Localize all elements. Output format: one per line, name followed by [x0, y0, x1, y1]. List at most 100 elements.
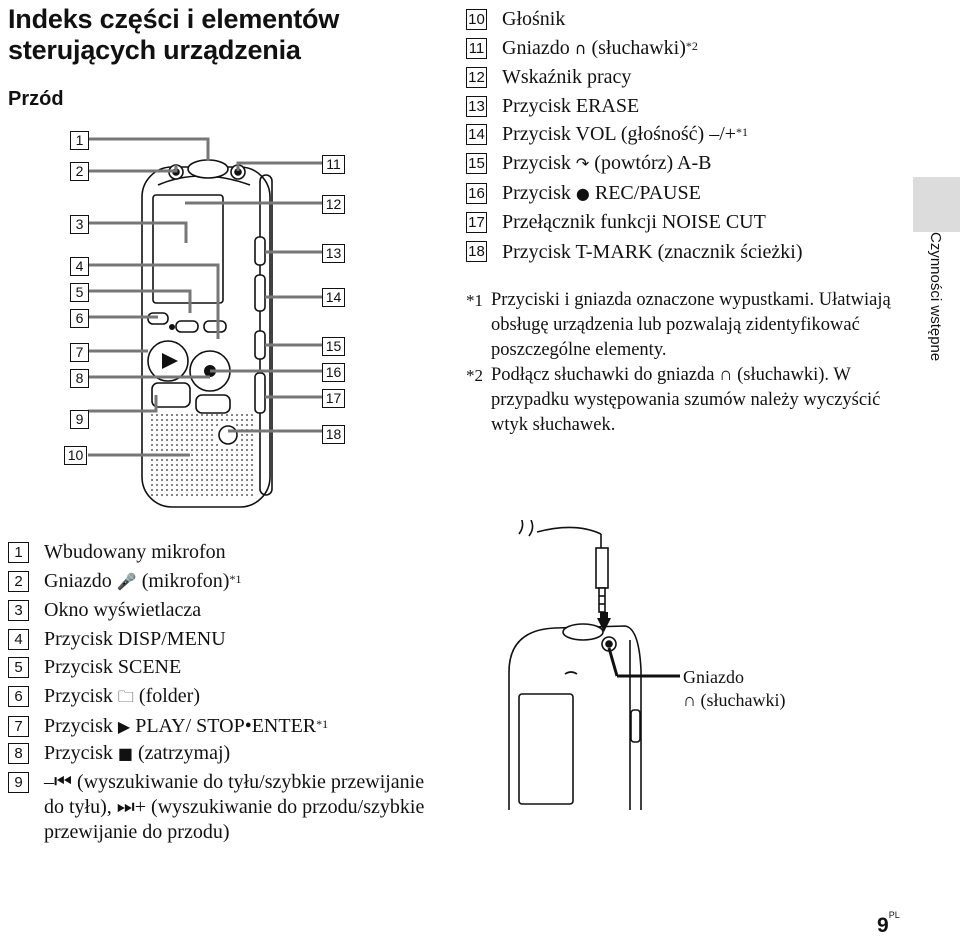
- footnote-mark: *1: [466, 291, 483, 310]
- callout-1: 1: [70, 131, 89, 150]
- part-number-box: 2: [8, 570, 29, 592]
- callout-17: 17: [322, 389, 345, 408]
- part-item-4: 4 Przycisk DISP/MENU: [8, 625, 448, 654]
- part-number-box: 17: [466, 212, 487, 234]
- headphones-icon: ∩: [574, 38, 587, 58]
- part-item-12: 12 Wskaźnik pracy: [466, 63, 886, 92]
- part-text: Przycisk ERASE: [502, 94, 640, 117]
- part-text: Gniazdo ∩ (słuchawki): [502, 36, 686, 59]
- part-item-13: 13 Przycisk ERASE: [466, 92, 886, 121]
- part-text: Okno wyświetlacza: [44, 599, 202, 622]
- footnote-text: Przyciski i gniazda oznaczone wypustkami…: [491, 290, 891, 360]
- part-text: Przycisk T-MARK (znacznik ścieżki): [502, 240, 803, 263]
- side-tab-label: Czynności wstępne: [927, 232, 944, 362]
- part-item-14: 14 Przycisk VOL (głośność) –/+*1: [466, 120, 886, 149]
- stop-icon: ■: [117, 743, 134, 763]
- part-text: Przycisk ▶ PLAY/ STOP•ENTER: [44, 714, 317, 737]
- callout-15: 15: [322, 337, 345, 356]
- part-number-box: 7: [8, 715, 29, 737]
- device-front-diagram: [88, 137, 322, 508]
- play-icon: ▶: [117, 716, 131, 736]
- footnote-ref: *1: [229, 571, 242, 586]
- jack-label: Gniazdo ∩ (słuchawki): [683, 667, 786, 710]
- part-number-box: 12: [466, 67, 487, 89]
- footnote-1: *1 Przyciski i gniazda oznaczone wypustka…: [466, 288, 896, 363]
- part-item-9: 9 –⏮ (wyszukiwanie do tyłu/szybkie przewi…: [8, 768, 448, 845]
- part-item-11: 11 Gniazdo ∩ (słuchawki)*2: [466, 34, 886, 64]
- part-text: Przycisk 🗀 (folder): [44, 684, 200, 707]
- footnote-mark: *2: [466, 366, 483, 385]
- page-title: Indeks części i elementów sterujących ur…: [8, 4, 340, 65]
- part-number-box: 3: [8, 600, 29, 622]
- parts-list-top: 10 Głośnik 11 Gniazdo ∩ (słuchawki)*2 12 Wska…: [466, 5, 886, 264]
- part-item-18: 18 Przycisk T-MARK (znacznik ścieżki): [466, 237, 886, 264]
- part-text: Wbudowany mikrofon: [44, 541, 226, 563]
- callout-7: 7: [70, 343, 89, 362]
- part-item-15: 15 Przycisk ↷ (powtórz) A-B: [466, 149, 886, 179]
- record-icon: ●: [575, 183, 590, 203]
- headphone-connection-diagram: [508, 520, 680, 810]
- callout-3: 3: [70, 215, 89, 234]
- part-item-5: 5 Przycisk SCENE: [8, 653, 448, 682]
- part-item-3: 3 Okno wyświetlacza: [8, 596, 448, 625]
- part-number-box: 13: [466, 95, 487, 117]
- part-number-box: 4: [8, 628, 29, 650]
- callout-8: 8: [70, 369, 89, 388]
- part-number-box: 11: [466, 37, 487, 59]
- part-item-1: 1 Wbudowany mikrofon: [8, 538, 448, 567]
- footnotes: *1 Przyciski i gniazda oznaczone wypustka…: [466, 288, 896, 438]
- callout-9: 9: [70, 410, 89, 429]
- part-number-box: 10: [466, 9, 487, 30]
- part-text: Przycisk SCENE: [44, 656, 182, 679]
- callout-13: 13: [322, 244, 345, 263]
- footnote-ref: *1: [316, 716, 329, 731]
- callout-5: 5: [70, 283, 89, 302]
- part-text: Przycisk VOL (głośność) –/+: [502, 123, 737, 146]
- section-heading: Przód: [8, 88, 64, 110]
- callout-4: 4: [70, 257, 89, 276]
- callout-12: 12: [322, 195, 345, 214]
- footnote-text: Podłącz słuchawki do gniazda ∩ (słuchawk…: [491, 365, 881, 435]
- repeat-icon: ↷: [575, 153, 590, 173]
- part-number-box: 1: [8, 542, 29, 563]
- callout-2: 2: [70, 162, 89, 181]
- side-tab-marker: [913, 177, 960, 232]
- part-item-2: 2 Gniazdo 🎤 (mikrofon)*1: [8, 567, 448, 597]
- callout-11: 11: [322, 155, 345, 174]
- part-item-7: 7 Przycisk ▶ PLAY/ STOP•ENTER*1: [8, 712, 448, 739]
- part-number-box: 14: [466, 124, 487, 146]
- part-item-6: 6 Przycisk 🗀 (folder): [8, 682, 448, 712]
- part-text: Przycisk ● REC/PAUSE: [502, 181, 701, 204]
- part-text: Wskaźnik pracy: [502, 66, 632, 89]
- callout-14: 14: [322, 288, 345, 307]
- part-item-17: 17 Przełącznik funkcji NOISE CUT: [466, 208, 886, 237]
- footnote-ref: *1: [736, 125, 749, 140]
- microphone-icon: 🎤: [116, 571, 137, 591]
- part-item-8: 8 Przycisk ■ (zatrzymaj): [8, 739, 448, 769]
- part-number-box: 15: [466, 152, 487, 174]
- part-text: Przełącznik funkcji NOISE CUT: [502, 211, 766, 234]
- footnote-2: *2 Podłącz słuchawki do gniazda ∩ (słucha…: [466, 363, 896, 438]
- part-number-box: 18: [466, 240, 487, 262]
- part-text: Przycisk DISP/MENU: [44, 627, 226, 650]
- part-number-box: 6: [8, 685, 29, 707]
- parts-list-bottom: 1 Wbudowany mikrofon 2 Gniazdo 🎤 (mikrofon)…: [8, 538, 448, 845]
- part-number-box: 9: [8, 772, 29, 794]
- callout-6: 6: [70, 309, 89, 328]
- part-text: –⏮ (wyszukiwanie do tyłu/szybkie przewij…: [44, 771, 425, 844]
- part-text: Przycisk ■ (zatrzymaj): [44, 741, 231, 764]
- part-item-16: 16 Przycisk ● REC/PAUSE: [466, 179, 886, 209]
- part-item-10: 10 Głośnik: [466, 5, 886, 34]
- page-number: 9PL: [877, 910, 900, 937]
- callout-10: 10: [64, 446, 87, 465]
- part-text: Przycisk ↷ (powtórz) A-B: [502, 151, 712, 174]
- part-number-box: 8: [8, 742, 29, 764]
- part-number-box: 16: [466, 182, 487, 204]
- folder-icon: 🗀: [117, 686, 134, 706]
- part-number-box: 5: [8, 657, 29, 679]
- footnote-ref: *2: [685, 38, 698, 53]
- part-text: Gniazdo 🎤 (mikrofon): [44, 569, 230, 592]
- part-text: Głośnik: [502, 8, 566, 30]
- callout-16: 16: [322, 363, 345, 382]
- callout-18: 18: [322, 425, 345, 444]
